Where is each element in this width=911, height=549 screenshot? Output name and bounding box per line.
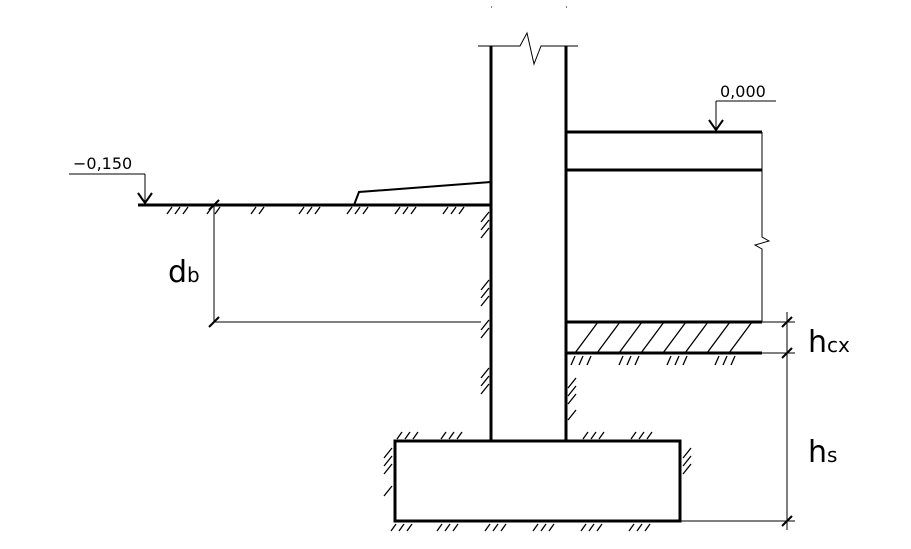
depth-dimension-label: db [168,255,200,290]
ground-level-label: −0,150 [73,154,132,173]
hatched-slab [566,320,762,366]
footing-hatch [383,431,692,532]
floor-level-label: 0,000 [720,82,766,101]
underfloor-dimension-label: hs [808,435,837,470]
depth-dimension: db [168,199,481,328]
footing [393,439,682,523]
ground-level-marker: −0,150 [69,154,153,205]
slab-dimension: hcx [762,312,850,363]
wall-right-hatch [567,377,577,421]
floor-slab [566,130,771,322]
ground-line [138,181,492,207]
foundation-wall [478,31,578,441]
floor-level-marker: 0,000 [708,82,776,132]
underfloor-dimension: hs [680,353,837,530]
wall-left-hatch [480,211,490,395]
slab-dimension-label: hcx [808,325,850,360]
